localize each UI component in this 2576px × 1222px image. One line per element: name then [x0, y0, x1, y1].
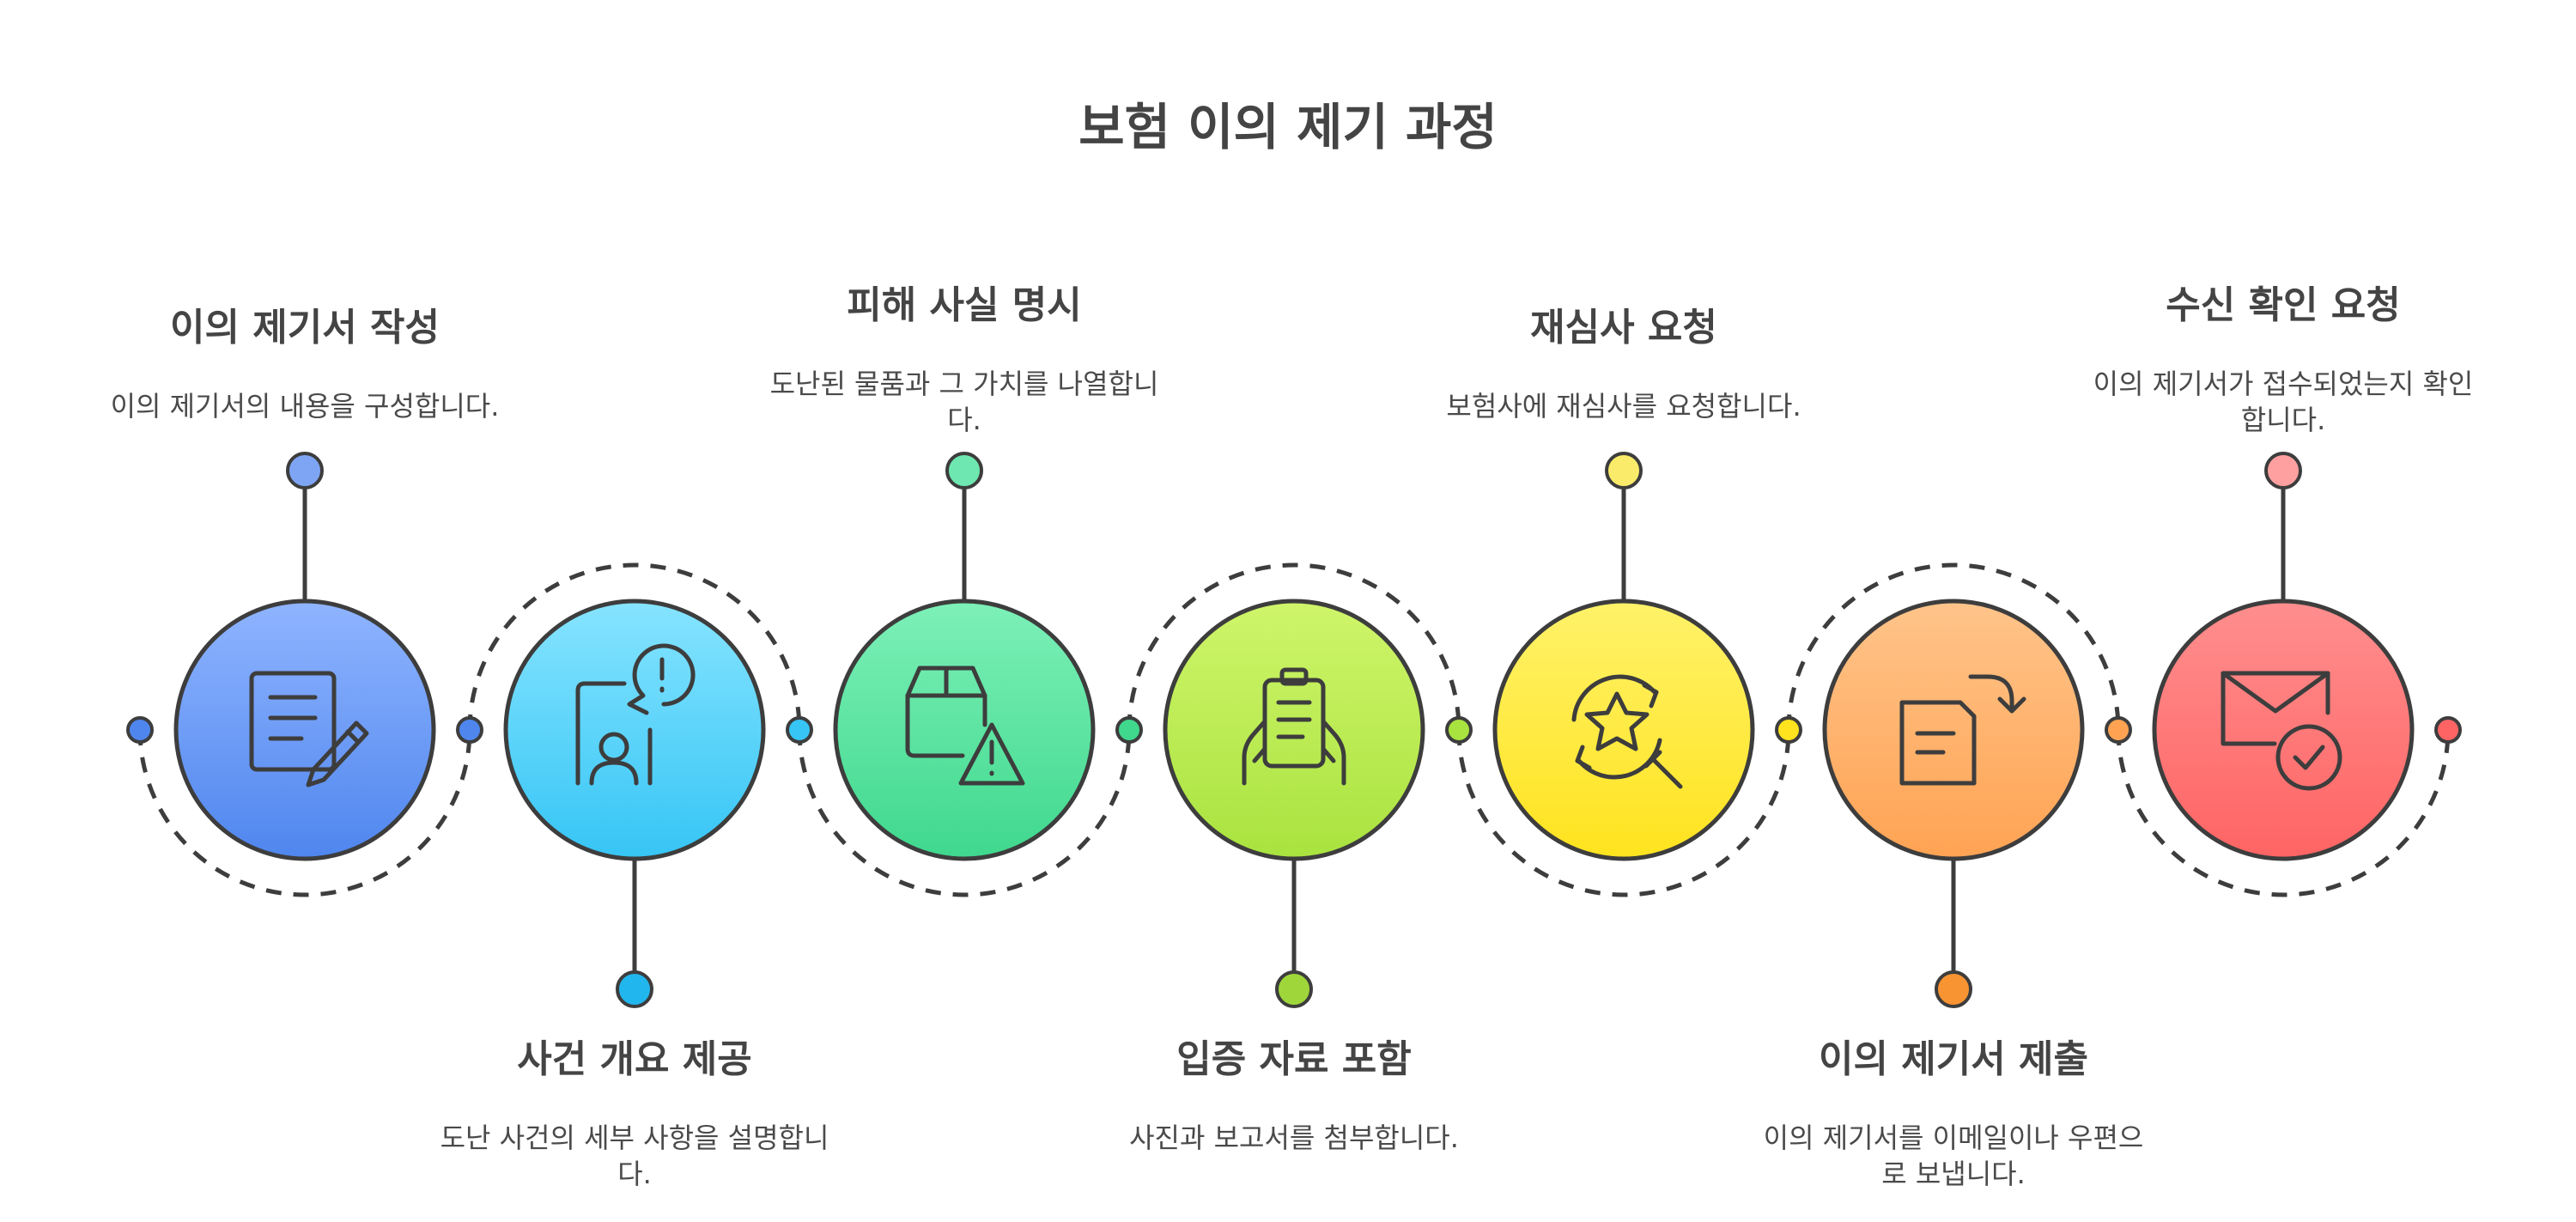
star-magnifier-icon	[1571, 674, 1683, 789]
step-damage-marker-dot	[945, 452, 983, 489]
step-draft-circle	[173, 599, 436, 861]
step-overview-description: 도난 사건의 세부 사항을 설명합니	[440, 1122, 829, 1154]
mail-check-icon	[2221, 671, 2342, 791]
step-overview-description: 다.	[617, 1158, 652, 1190]
joint-dot	[1115, 716, 1143, 744]
step-draft-description: 이의 제기서의 내용을 구성합니다.	[111, 390, 500, 423]
step-damage-description: 도난된 물품과 그 가치를 나열합니	[770, 368, 1159, 400]
step-confirm-marker-dot	[2264, 452, 2302, 489]
step-confirm-description: 합니다.	[2241, 404, 2326, 436]
dashed-connector-arc	[797, 729, 1132, 897]
dashed-connector-arc	[467, 562, 802, 731]
joint-dot	[1445, 716, 1473, 744]
step-draft-marker-dot	[286, 452, 324, 489]
stems	[302, 471, 2286, 989]
dashed-connector-arc	[137, 729, 472, 897]
step-submit-circle	[1822, 599, 2085, 861]
step-overview-marker-dot	[616, 970, 653, 1008]
step-damage-description: 다.	[947, 404, 981, 436]
joint-dot	[1775, 716, 1802, 744]
step-confirm-description: 이의 제기서가 접수되었는지 확인	[2093, 368, 2474, 400]
step-review-marker-dot	[1605, 452, 1643, 489]
step-review-title: 재심사 요청	[1530, 306, 1717, 350]
phone-person-alert-icon	[575, 643, 696, 786]
document-send-icon	[1899, 674, 2026, 786]
box-warning-icon	[905, 666, 1025, 786]
step-damage-circle	[833, 599, 1096, 861]
dashed-connector-arc	[1127, 562, 1461, 731]
step-damage-title: 피해 사실 명시	[847, 283, 1082, 327]
step-review-circle	[1492, 599, 1755, 861]
step-confirm-circle	[2152, 599, 2415, 861]
dashed-connector-arc	[1456, 729, 1791, 897]
joint-dot	[456, 716, 483, 744]
step-evidence-description: 사진과 보고서를 첨부합니다.	[1129, 1122, 1459, 1154]
document-pen-icon	[249, 671, 369, 787]
dashed-connectors	[137, 562, 2451, 897]
step-draft-title: 이의 제기서 작성	[170, 306, 440, 350]
joint-dot	[2105, 716, 2132, 744]
joint-dot	[2434, 716, 2462, 744]
step-submit-description: 이의 제기서를 이메일이나 우편으	[1764, 1122, 2144, 1154]
joint-dot	[126, 716, 154, 744]
dashed-connector-arc	[2116, 729, 2451, 897]
joint-dots	[126, 716, 2462, 744]
clipboard-hands-icon	[1242, 667, 1346, 786]
joint-dot	[786, 716, 813, 744]
step-overview-title: 사건 개요 제공	[517, 1037, 752, 1081]
step-evidence-circle	[1163, 599, 1425, 861]
step-confirm-title: 수신 확인 요청	[2166, 283, 2401, 327]
step-evidence-marker-dot	[1275, 970, 1313, 1008]
step-evidence-title: 입증 자료 포함	[1176, 1037, 1412, 1081]
step-submit-description: 로 보냅니다.	[1881, 1158, 2026, 1190]
dashed-connector-arc	[1786, 562, 2121, 731]
step-submit-marker-dot	[1935, 970, 1972, 1008]
page-title: 보험 이의 제기 과정	[1078, 98, 1497, 156]
step-submit-title: 이의 제기서 제출	[1819, 1037, 2088, 1081]
step-overview-circle	[503, 599, 766, 861]
step-review-description: 보험사에 재심사를 요청합니다.	[1446, 390, 1801, 423]
